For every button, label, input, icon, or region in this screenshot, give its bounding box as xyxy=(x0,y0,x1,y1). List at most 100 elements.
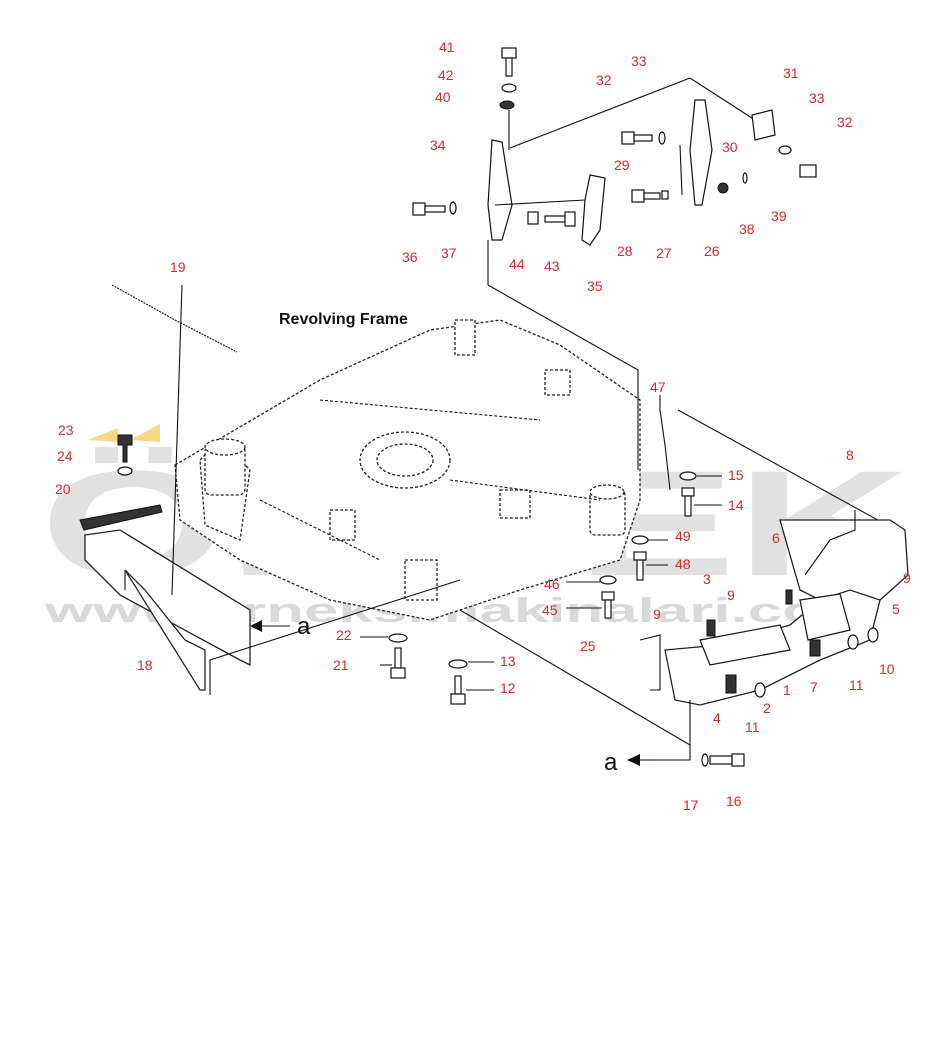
washer-33-right xyxy=(778,145,792,155)
label-2: 2 xyxy=(763,700,771,716)
bolt-43-head xyxy=(564,211,576,227)
nut-44 xyxy=(527,211,539,225)
arrow-a-left xyxy=(250,620,262,632)
washer-46 xyxy=(599,575,617,585)
reference-mark-right: a xyxy=(604,749,618,776)
lever-26 xyxy=(689,99,713,206)
mount-4 xyxy=(329,509,356,541)
label-30: 30 xyxy=(722,139,738,155)
label-41: 41 xyxy=(439,39,455,55)
label-9-right: 9 xyxy=(903,570,911,586)
left-side-cover xyxy=(84,529,251,667)
label-17: 17 xyxy=(683,797,699,813)
lead-line-a-right xyxy=(655,700,691,761)
bracket-47 xyxy=(659,409,671,491)
bolt-12-head xyxy=(450,693,466,705)
bolt-12-shank xyxy=(454,675,462,695)
label-7: 7 xyxy=(810,679,818,695)
frame-rib-1 xyxy=(259,499,381,561)
right-cover-assembly xyxy=(459,409,909,767)
lever-34 xyxy=(487,139,513,241)
link-line-2 xyxy=(689,77,756,121)
label-44: 44 xyxy=(509,256,525,272)
washer-17 xyxy=(701,753,709,767)
left-cover-assembly xyxy=(79,284,461,695)
nut-11b xyxy=(754,682,766,698)
label-26: 26 xyxy=(704,243,720,259)
bolt-32-right xyxy=(799,164,817,178)
label-40: 40 xyxy=(435,89,451,105)
label-16: 16 xyxy=(726,793,742,809)
left-cover-skirt xyxy=(124,569,206,691)
latch-7 xyxy=(809,639,821,657)
bracket-9 xyxy=(699,624,791,666)
label-11-left: 11 xyxy=(745,719,760,735)
swing-circle-inner xyxy=(376,443,434,477)
nut-11a xyxy=(847,634,859,650)
clip-27 xyxy=(661,190,669,200)
label-9-left: 9 xyxy=(653,606,661,622)
pin-39 xyxy=(742,172,748,184)
label-6: 6 xyxy=(772,530,780,546)
lever-assembly xyxy=(412,47,817,470)
label-3: 3 xyxy=(703,571,711,587)
washer-24 xyxy=(117,466,133,476)
label-18: 18 xyxy=(137,657,153,673)
bracket-31 xyxy=(751,109,776,141)
washer-13 xyxy=(448,659,468,669)
lower-fasteners xyxy=(360,633,494,705)
bolt-28-shank xyxy=(643,192,661,200)
boss-left xyxy=(204,444,246,496)
bolt-32-shank-left xyxy=(633,134,653,142)
bolt-48-head xyxy=(633,551,647,561)
label-31: 31 xyxy=(783,65,799,81)
bolt-16-head xyxy=(731,753,745,767)
label-45: 45 xyxy=(542,602,558,618)
label-27: 27 xyxy=(656,245,672,261)
mount-5 xyxy=(499,489,531,519)
label-8: 8 xyxy=(846,447,854,463)
bolt-45-shank xyxy=(604,599,612,619)
label-11-right: 11 xyxy=(849,677,864,693)
latch-4 xyxy=(725,674,737,694)
label-37: 37 xyxy=(441,245,457,261)
washer-22 xyxy=(388,633,408,643)
washer-42 xyxy=(501,83,517,93)
label-38: 38 xyxy=(739,221,755,237)
nut-38 xyxy=(717,182,729,194)
label-33-right: 33 xyxy=(809,90,825,106)
label-47: 47 xyxy=(650,379,666,395)
label-23: 23 xyxy=(58,422,74,438)
spring-3 xyxy=(706,619,716,637)
label-39: 39 xyxy=(771,208,787,224)
label-1: 1 xyxy=(783,682,791,698)
bolt-41-head xyxy=(501,47,517,59)
label-12: 12 xyxy=(500,680,516,696)
label-32-right: 32 xyxy=(837,114,853,130)
label-43: 43 xyxy=(544,258,560,274)
bolt-23 xyxy=(117,434,133,463)
bolt-45-head xyxy=(601,591,615,601)
lead-line-18 xyxy=(209,579,461,695)
label-29: 29 xyxy=(614,157,630,173)
label-49: 49 xyxy=(675,528,691,544)
label-25: 25 xyxy=(580,638,596,654)
label-19: 19 xyxy=(170,259,186,275)
boss-right-top xyxy=(589,484,625,500)
label-46: 46 xyxy=(544,576,560,592)
bolt-41-shank xyxy=(505,57,513,77)
mount-2 xyxy=(454,319,476,356)
label-22: 22 xyxy=(336,627,352,643)
bolt-36-head xyxy=(412,202,426,216)
front-cover-8 xyxy=(779,519,909,601)
handle-25 xyxy=(639,634,661,691)
washer-40 xyxy=(499,100,515,110)
nut-10 xyxy=(867,627,879,643)
label-21: 21 xyxy=(333,657,349,673)
label-20: 20 xyxy=(55,481,71,497)
link-lever-pedal xyxy=(494,199,586,206)
label-34: 34 xyxy=(430,137,446,153)
watermark-accent-left xyxy=(88,428,118,442)
lead-line-19 xyxy=(171,284,183,596)
